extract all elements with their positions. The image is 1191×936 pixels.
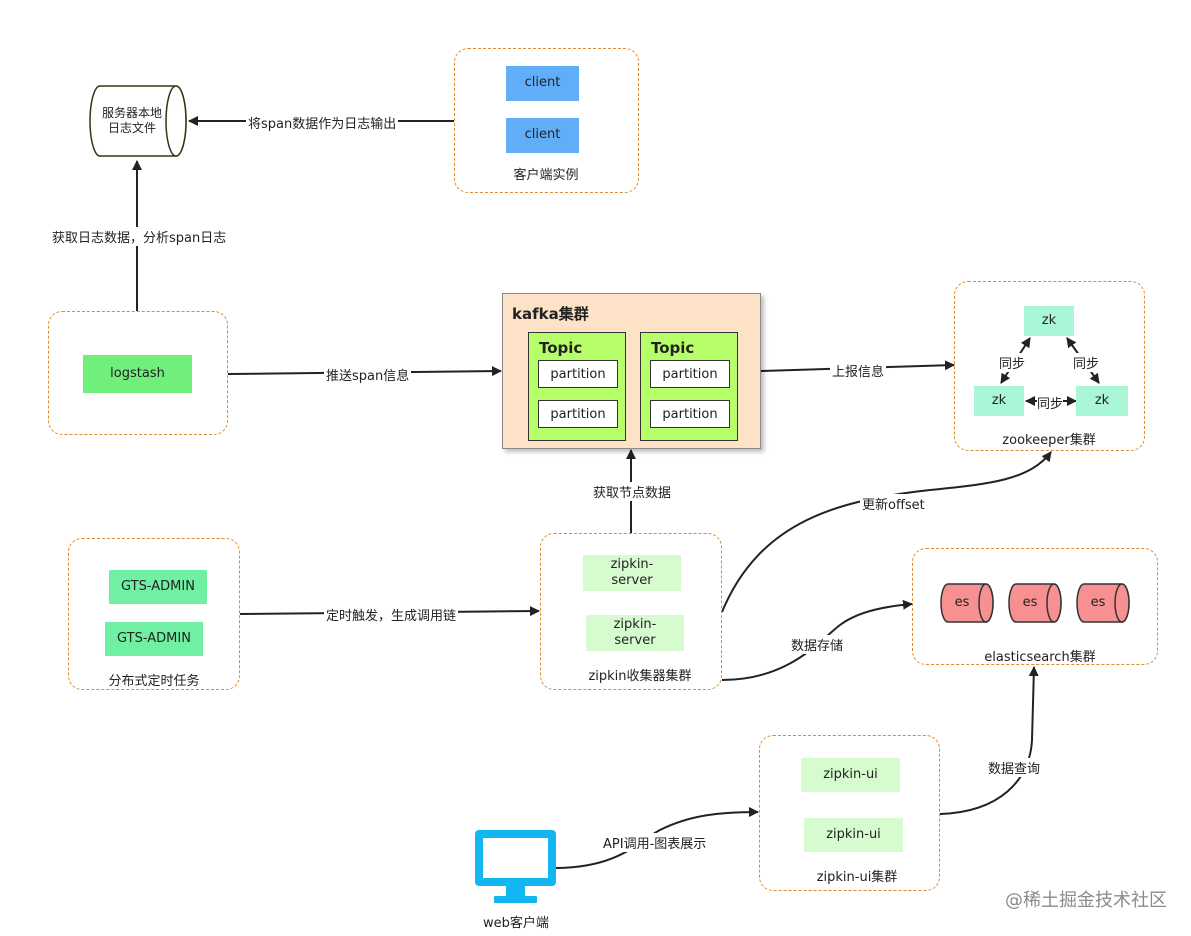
- edge-logstash-to-kafka: [227, 366, 502, 377]
- edge-web-to-ui: [554, 807, 759, 869]
- es-cylinder-2: [1008, 583, 1062, 623]
- log-file-cylinder: [89, 85, 187, 157]
- es-cylinder-3: [1076, 583, 1130, 623]
- zk-sync-edge-left: [1000, 337, 1031, 384]
- edge-ui-to-es: [939, 666, 1039, 815]
- monitor-icon: [475, 830, 556, 903]
- zk-sync-edge-right: [1066, 337, 1100, 384]
- edge-gts-to-zipkin: [239, 606, 540, 617]
- es-cylinder-1: [940, 583, 994, 623]
- edge-zipkin-to-es: [721, 599, 913, 681]
- edge-zipkin-to-zk: [721, 451, 1052, 613]
- edge-kafka-to-zk: [760, 360, 955, 372]
